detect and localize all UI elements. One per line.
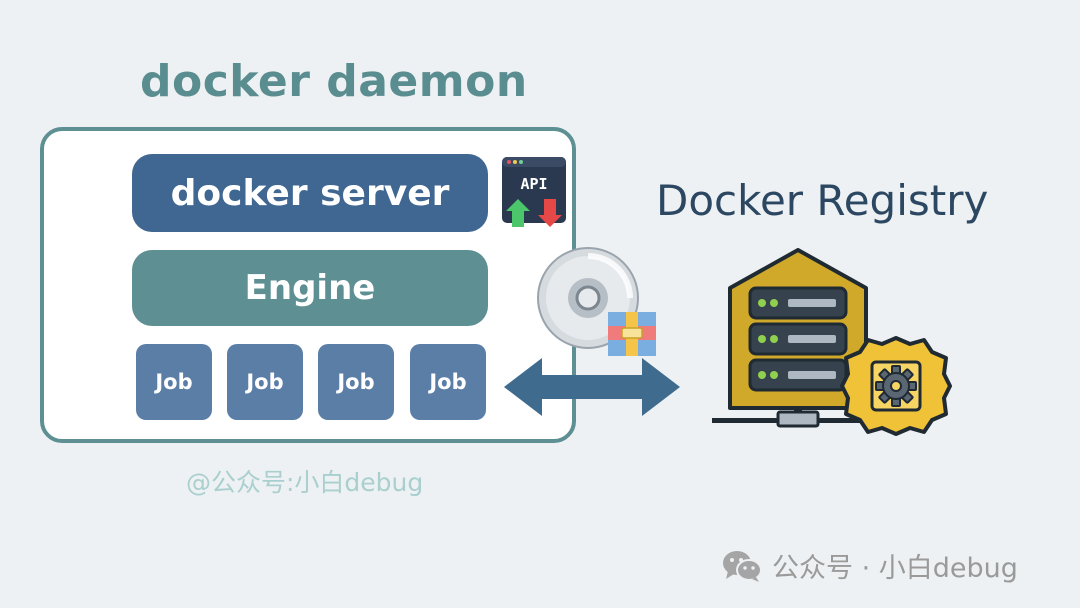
bidirectional-arrow bbox=[504, 358, 680, 416]
wechat-icon bbox=[722, 549, 762, 583]
footer-text: 公众号 · 小白debug bbox=[772, 553, 1018, 584]
package-icon bbox=[608, 312, 656, 356]
gear-icon bbox=[875, 365, 917, 407]
watermark-inner: @公众号:小白debug bbox=[186, 468, 424, 497]
daemon-title: docker daemon bbox=[140, 56, 528, 107]
job-block-3: Job bbox=[318, 344, 394, 420]
job-block-1: Job bbox=[136, 344, 212, 420]
docker-server-block: docker server bbox=[132, 154, 488, 232]
registry-server-icon bbox=[712, 248, 884, 428]
api-label: API bbox=[520, 175, 547, 193]
registry-title: Docker Registry bbox=[656, 176, 989, 225]
job-block-4: Job bbox=[410, 344, 486, 420]
engine-block: Engine bbox=[132, 250, 488, 326]
api-icon: API bbox=[502, 157, 566, 227]
job-block-2: Job bbox=[227, 344, 303, 420]
gear-badge-icon bbox=[840, 336, 952, 436]
footer-watermark: 公众号 · 小白debug bbox=[722, 546, 1018, 585]
